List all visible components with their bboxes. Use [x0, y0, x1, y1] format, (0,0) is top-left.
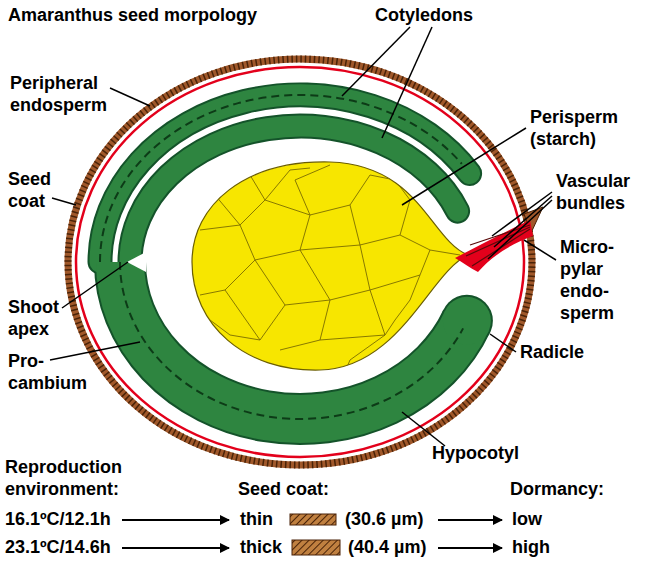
leader-lines	[50, 27, 556, 446]
table-cell: high	[512, 536, 550, 558]
part-label: Radicle	[520, 341, 584, 363]
column-header: Seed coat:	[238, 478, 329, 500]
part-label: Peripheral endosperm	[10, 72, 107, 116]
part-label: Cotyledons	[375, 4, 473, 26]
part-label: Shoot apex	[8, 296, 59, 340]
seed-coat-hatch	[68, 59, 532, 465]
leader-line	[490, 334, 516, 352]
arrow	[122, 547, 229, 549]
thick-coat-swatch	[292, 540, 340, 555]
thin-coat-swatch	[290, 514, 336, 525]
embryo	[100, 95, 491, 419]
perisperm-cells	[200, 165, 460, 372]
radicle	[443, 297, 491, 345]
leader-line	[382, 27, 432, 138]
leader-line	[402, 128, 526, 205]
arrow	[438, 547, 502, 549]
leader-line	[50, 342, 140, 360]
table-cell: low	[512, 508, 542, 530]
part-label: Perisperm (starch)	[530, 106, 618, 150]
leader-line	[494, 196, 552, 247]
part-label: Micro- pylar endo- sperm	[560, 236, 614, 324]
table-cell: thin	[240, 508, 273, 530]
table-cell: 23.1ºC/14.6h	[5, 536, 111, 558]
table-cell: thick	[240, 536, 282, 558]
table-cell: (40.4 µm)	[348, 536, 426, 558]
leader-line	[342, 27, 410, 96]
leader-line	[402, 412, 445, 446]
figure-title: Amaranthus seed morpology	[8, 4, 257, 26]
leader-line	[52, 198, 76, 205]
part-label: Hypocotyl	[432, 442, 519, 464]
embryo-outline	[100, 95, 493, 419]
cell-walls	[200, 165, 460, 372]
arrow	[122, 519, 229, 521]
arrow	[438, 519, 502, 521]
leader-line	[524, 240, 556, 260]
column-header: Dormancy:	[510, 478, 604, 500]
leader-line	[492, 192, 552, 236]
leader-line	[62, 262, 128, 308]
table-cell: (30.6 µm)	[345, 508, 423, 530]
peripheral-endosperm	[76, 67, 524, 457]
part-label: Vascular bundles	[556, 170, 630, 214]
shoot-apex-notch	[127, 252, 146, 272]
leader-line	[110, 88, 150, 106]
table-cell: 16.1ºC/12.1h	[5, 508, 111, 530]
leader-line	[488, 200, 552, 259]
part-label: Seed coat	[8, 168, 51, 212]
part-label: Pro- cambium	[8, 350, 87, 394]
seed-coat	[68, 59, 532, 465]
column-header: Reproduction environment:	[5, 456, 122, 500]
